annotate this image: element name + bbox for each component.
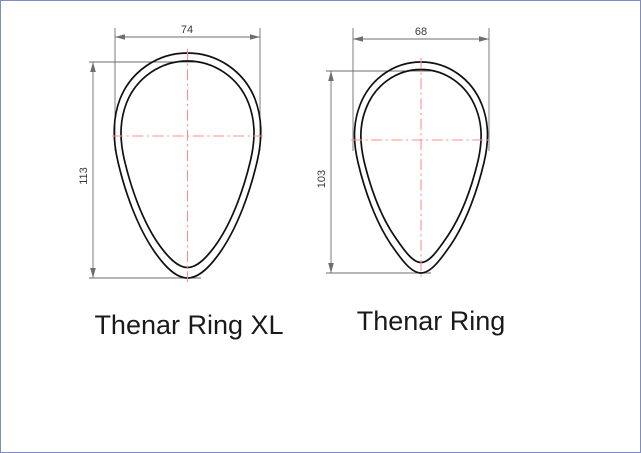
height-dimension-text-xl: 113 bbox=[78, 167, 90, 185]
height-arrow-bottom-xl bbox=[90, 268, 96, 278]
height-arrow-top-std bbox=[328, 71, 334, 81]
width-arrow-left-xl bbox=[115, 34, 125, 40]
width-dimension-text-xl: 74 bbox=[181, 24, 193, 36]
width-arrow-right-std bbox=[479, 36, 489, 42]
ring-outer-outline-std bbox=[353, 61, 489, 274]
part-thenar-ring-xl: 74 113 Thenar Ring XL bbox=[78, 24, 284, 340]
width-dimension-text-std: 68 bbox=[415, 26, 427, 38]
height-arrow-top-xl bbox=[90, 62, 96, 72]
width-arrow-right-xl bbox=[250, 34, 260, 40]
height-dimension-text-std: 103 bbox=[316, 170, 328, 188]
part-label-thenar-ring: Thenar Ring bbox=[357, 306, 506, 336]
width-arrow-left-std bbox=[353, 36, 363, 42]
height-arrow-bottom-std bbox=[328, 263, 334, 273]
part-thenar-ring: 68 103 Thenar Ring bbox=[316, 26, 505, 336]
part-label-thenar-ring-xl: Thenar Ring XL bbox=[94, 310, 283, 340]
